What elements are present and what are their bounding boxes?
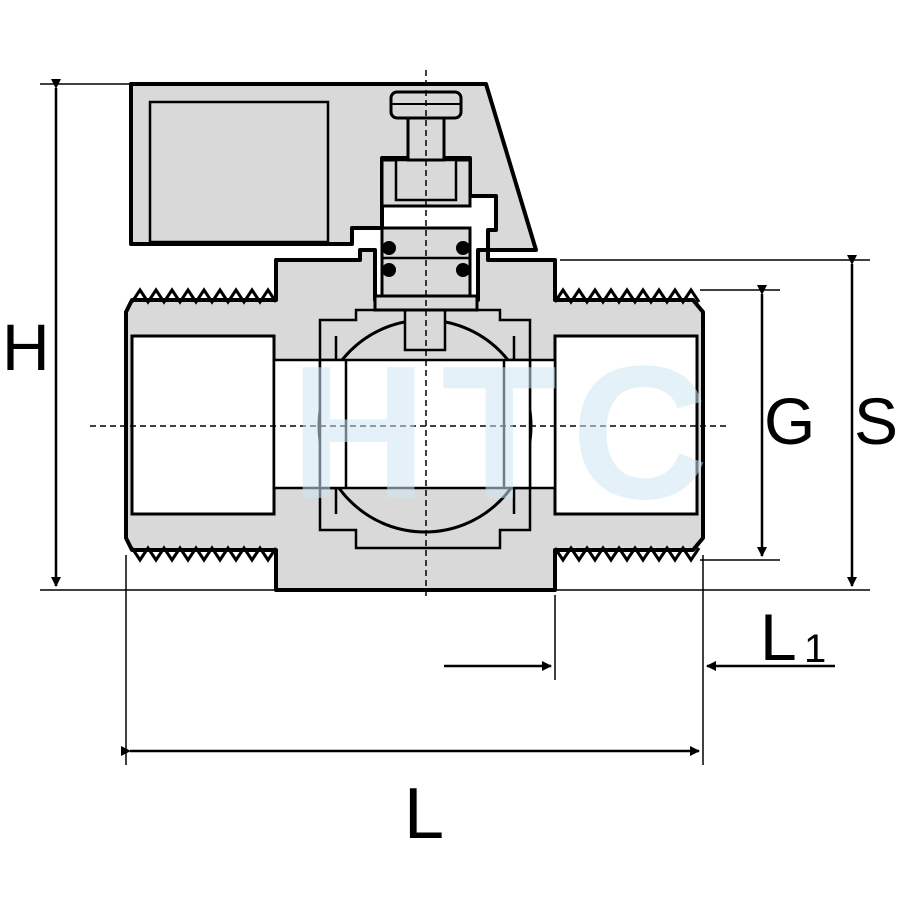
watermark-text: HTC (290, 327, 722, 539)
right-thread-bottom (553, 545, 701, 563)
valve-body (124, 248, 705, 592)
valve-stem (373, 90, 479, 312)
o-ring-2 (456, 241, 470, 255)
o-ring-4 (456, 263, 470, 277)
ball-slot (403, 310, 447, 352)
thread-label: G (764, 384, 815, 458)
seat-housing (318, 308, 532, 550)
left-thread-bottom (130, 545, 278, 563)
hex-label: S (854, 384, 898, 458)
thread-length-subscript: 1 (804, 627, 826, 671)
centerlines (90, 70, 730, 600)
dimension-lines (40, 79, 870, 765)
height-label: H (2, 310, 50, 384)
right-bore (553, 334, 699, 516)
ball-bore (318, 358, 532, 490)
right-thread-top (553, 287, 701, 305)
lever-handle (129, 82, 538, 252)
handle-grip-panel (148, 100, 330, 244)
o-ring-3 (382, 263, 396, 277)
thread-length-label: L (760, 600, 797, 674)
left-bore (130, 334, 276, 516)
o-ring-1 (382, 241, 396, 255)
left-thread-top (130, 287, 278, 305)
length-label: L (404, 774, 444, 854)
